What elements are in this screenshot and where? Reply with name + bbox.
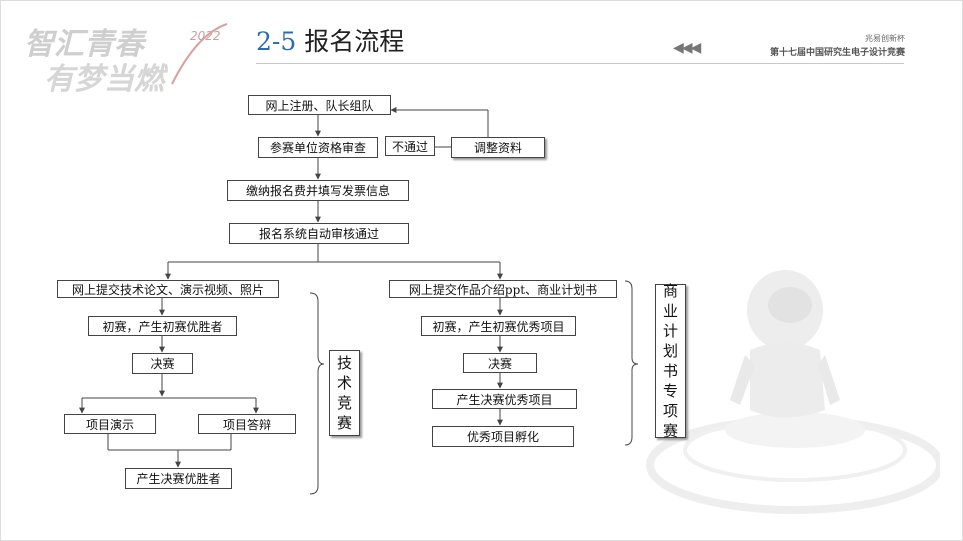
biz-preliminary-step: 初赛，产生初赛优秀项目 (421, 316, 576, 336)
pay-fee-step: 缴纳报名费并填写发票信息 (227, 180, 409, 201)
robot-illustration (646, 270, 940, 514)
biz-incubation-step: 优秀项目孵化 (432, 426, 574, 447)
label-char: 划 (662, 342, 678, 360)
biz-submit-step: 网上提交作品介绍ppt、商业计划书 (389, 280, 617, 298)
logo-line2: 有梦当燃 (44, 62, 169, 94)
competition-name: 第十七届中国研究生电子设计竞赛 (769, 48, 905, 58)
label-char: 赛 (336, 414, 352, 432)
auto-review-step: 报名系统自动审核通过 (229, 223, 409, 244)
title-number: 2-5 (256, 27, 297, 56)
triple-arrow-icon: ◀◀◀ (673, 40, 701, 56)
logo-line1: 智汇青春 (24, 27, 148, 62)
biz-final-step: 决赛 (463, 353, 537, 373)
label-char: 赛 (662, 422, 678, 440)
tech-defense-step: 项目答辩 (198, 414, 296, 434)
tech-demo-step: 项目演示 (64, 414, 156, 434)
label-char: 计 (662, 322, 678, 340)
label-char: 术 (336, 374, 352, 392)
tech-preliminary-step: 初赛，产生初赛优胜者 (88, 316, 237, 336)
logo-icon: 智汇青春 有梦当燃 2022 (24, 23, 228, 94)
page-title: 2-5 报名流程 (256, 22, 404, 58)
biz-excellent-step: 产生决赛优秀项目 (432, 389, 577, 409)
label-char: 书 (662, 362, 678, 380)
label-char: 竞 (336, 394, 352, 412)
brand-name: 兆易创新杯 (865, 34, 905, 43)
label-char: 业 (662, 302, 678, 320)
tech-winners-step: 产生决赛优胜者 (125, 468, 232, 489)
register-step: 网上注册、队长组队 (248, 95, 391, 115)
label-char: 技 (336, 354, 352, 372)
label-char: 专 (662, 382, 678, 400)
not-passed-label: 不通过 (385, 136, 435, 156)
label-char: 商 (662, 282, 678, 300)
tech-submit-step: 网上提交技术论文、演示视频、照片 (57, 280, 279, 298)
business-plan-competition-label: 商 业 计 划 书 专 项 赛 (655, 282, 686, 440)
label-char: 项 (662, 402, 678, 420)
title-text: 报名流程 (304, 27, 405, 56)
qualification-review-step: 参赛单位资格审查 (258, 137, 378, 158)
header-divider (256, 63, 904, 64)
adjust-materials-step: 调整资料 (451, 137, 545, 158)
tech-final-step: 决赛 (132, 353, 193, 374)
tech-competition-label: 技 术 竞 赛 (329, 350, 360, 436)
